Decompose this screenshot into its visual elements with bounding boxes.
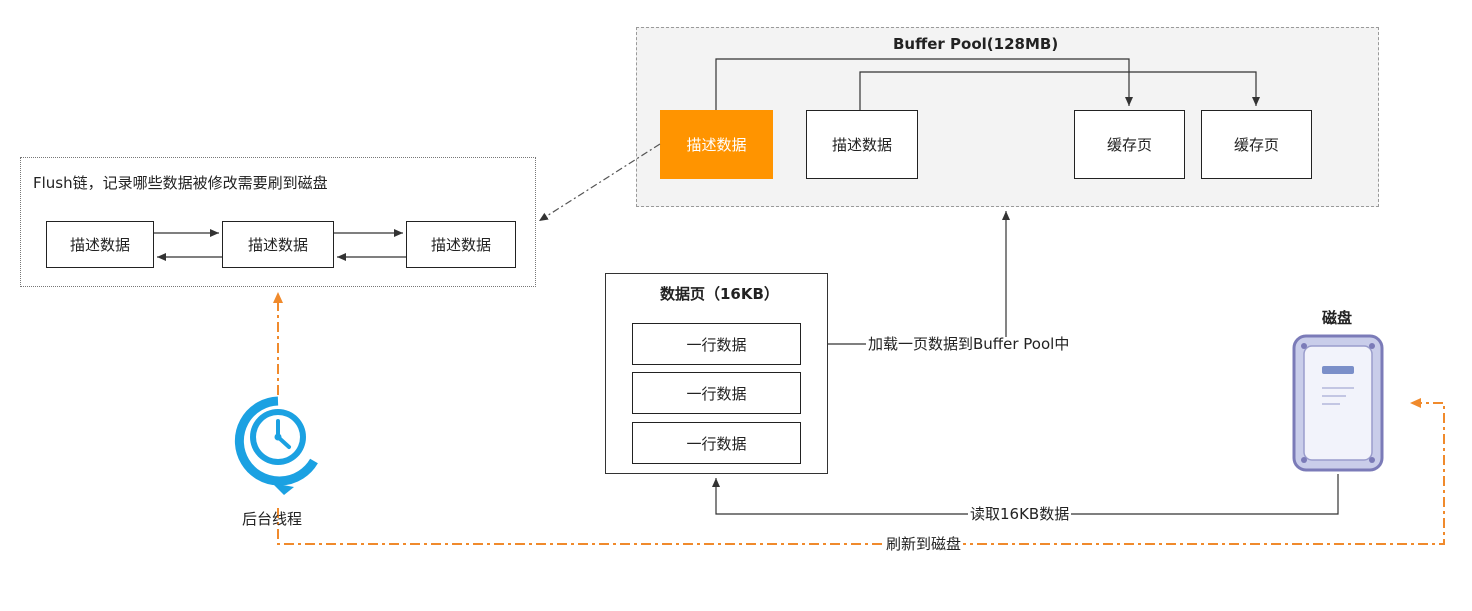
flush-to-disk-arrow [277, 398, 1445, 545]
disk-icon[interactable] [1292, 334, 1384, 472]
cache-page-2[interactable]: 缓存页 [1201, 110, 1312, 179]
disk-title: 磁盘 [1322, 309, 1353, 327]
buffer-pool-desc-highlighted[interactable]: 描述数据 [660, 110, 773, 179]
data-page-title: 数据页（16KB） [660, 285, 779, 303]
flush-node-3[interactable]: 描述数据 [406, 221, 516, 268]
flush-label: 刷新到磁盘 [884, 535, 964, 553]
link-desc-to-cache-2 [859, 71, 1260, 110]
flush-node-2[interactable]: 描述数据 [222, 221, 334, 268]
buffer-pool-title: Buffer Pool(128MB) [893, 35, 1059, 53]
load-to-buffer-pool-arrow [828, 211, 1010, 345]
buffer-pool-desc[interactable]: 描述数据 [806, 110, 918, 179]
flush-node-1[interactable]: 描述数据 [46, 221, 154, 268]
background-thread-label: 后台线程 [242, 510, 303, 528]
load-label: 加载一页数据到Buffer Pool中 [866, 335, 1072, 353]
clock-icon [232, 395, 324, 497]
link-desc-highlight-to-cache-1 [715, 58, 1133, 110]
cache-page-1[interactable]: 缓存页 [1074, 110, 1185, 179]
read-label: 读取16KB数据 [968, 505, 1072, 523]
data-row-2[interactable]: 一行数据 [632, 372, 801, 414]
desc-to-flush-list-link [538, 143, 661, 222]
data-row-1[interactable]: 一行数据 [632, 323, 801, 365]
flush-list-title: Flush链，记录哪些数据被修改需要刷到磁盘 [33, 174, 328, 192]
data-row-3[interactable]: 一行数据 [632, 422, 801, 464]
